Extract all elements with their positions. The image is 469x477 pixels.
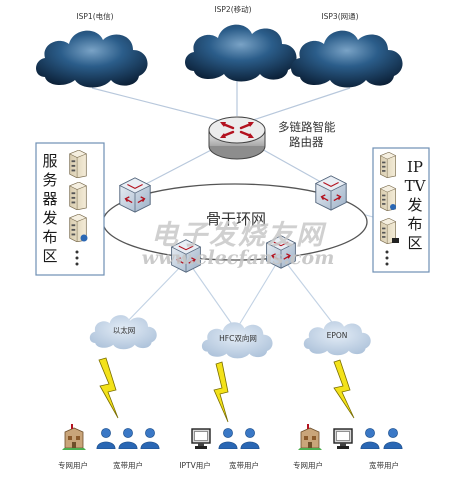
person-icon <box>360 428 380 449</box>
isp-label-3: ISP3(网通) <box>321 11 358 21</box>
person-icon <box>383 428 403 449</box>
panel-char: 区 <box>407 234 423 252</box>
user-label: 宽带用户 <box>369 460 399 470</box>
access-label-epon: EPON <box>327 331 348 340</box>
disk-icon <box>390 204 396 210</box>
tv-icon <box>392 238 399 243</box>
switch-core-right <box>315 175 347 211</box>
globe-icon <box>80 234 88 242</box>
panel-char: 务 <box>42 171 58 189</box>
person-icon <box>140 428 160 449</box>
access-label-hfc: HFC双向网 <box>219 333 257 343</box>
isp-links <box>91 80 351 125</box>
panel-char: 器 <box>42 190 58 208</box>
watermark-cn: 电子发烧友网 <box>151 220 327 251</box>
user-label: 专网用户 <box>293 460 323 470</box>
user-label: IPTV用户 <box>179 460 210 470</box>
router-label-line2: 路由器 <box>289 135 324 149</box>
lightning-icon <box>213 361 229 423</box>
panel-char: 布 <box>42 228 58 246</box>
isp-label-1: ISP1(电信) <box>76 11 113 21</box>
person-icon <box>240 428 260 449</box>
panel-char: 发 <box>407 196 423 214</box>
more-dots <box>75 250 79 266</box>
person-icon <box>118 428 138 449</box>
server-panel-right <box>372 147 430 273</box>
user-label: 宽带用户 <box>229 460 259 470</box>
lightning-icon <box>98 357 119 419</box>
backbone-label: 骨干环网 <box>206 210 266 228</box>
isp-cloud-1 <box>36 30 148 88</box>
panel-char: TV <box>404 177 426 195</box>
isp-label-2: ISP2(移动) <box>214 4 251 14</box>
person-icon <box>218 428 238 449</box>
panel-char: 发 <box>42 209 58 227</box>
core-links <box>141 147 329 187</box>
router-label-line1: 多链路智能 <box>278 120 336 134</box>
monitor-icon <box>191 428 211 450</box>
building-icon <box>62 424 86 450</box>
lightning-icon <box>333 359 355 419</box>
user-label: 专网用户 <box>58 460 88 470</box>
person-icon <box>96 428 116 449</box>
access-label-ethernet: 以太网 <box>113 325 136 335</box>
monitor-icon <box>333 428 353 450</box>
panel-char: 区 <box>42 247 58 265</box>
panel-char: 布 <box>407 215 423 233</box>
panel-char: 服 <box>42 152 58 170</box>
server-panel-left-label: 服 务 器 发 布 区 <box>40 152 60 266</box>
router-icon <box>208 116 266 160</box>
user-label: 宽带用户 <box>113 460 143 470</box>
isp-cloud-3 <box>291 30 403 88</box>
panel-char: IP <box>406 158 424 176</box>
server-panel-right-label: IP TV 发 布 区 <box>403 158 427 253</box>
server-icon <box>379 152 397 178</box>
building-icon <box>298 424 322 450</box>
more-dots <box>385 250 389 266</box>
server-icon <box>69 150 87 178</box>
server-icon <box>69 182 87 210</box>
isp-cloud-2 <box>185 24 297 82</box>
switch-core-left <box>119 177 151 213</box>
watermark-url: www.elecfans.com <box>142 247 335 269</box>
